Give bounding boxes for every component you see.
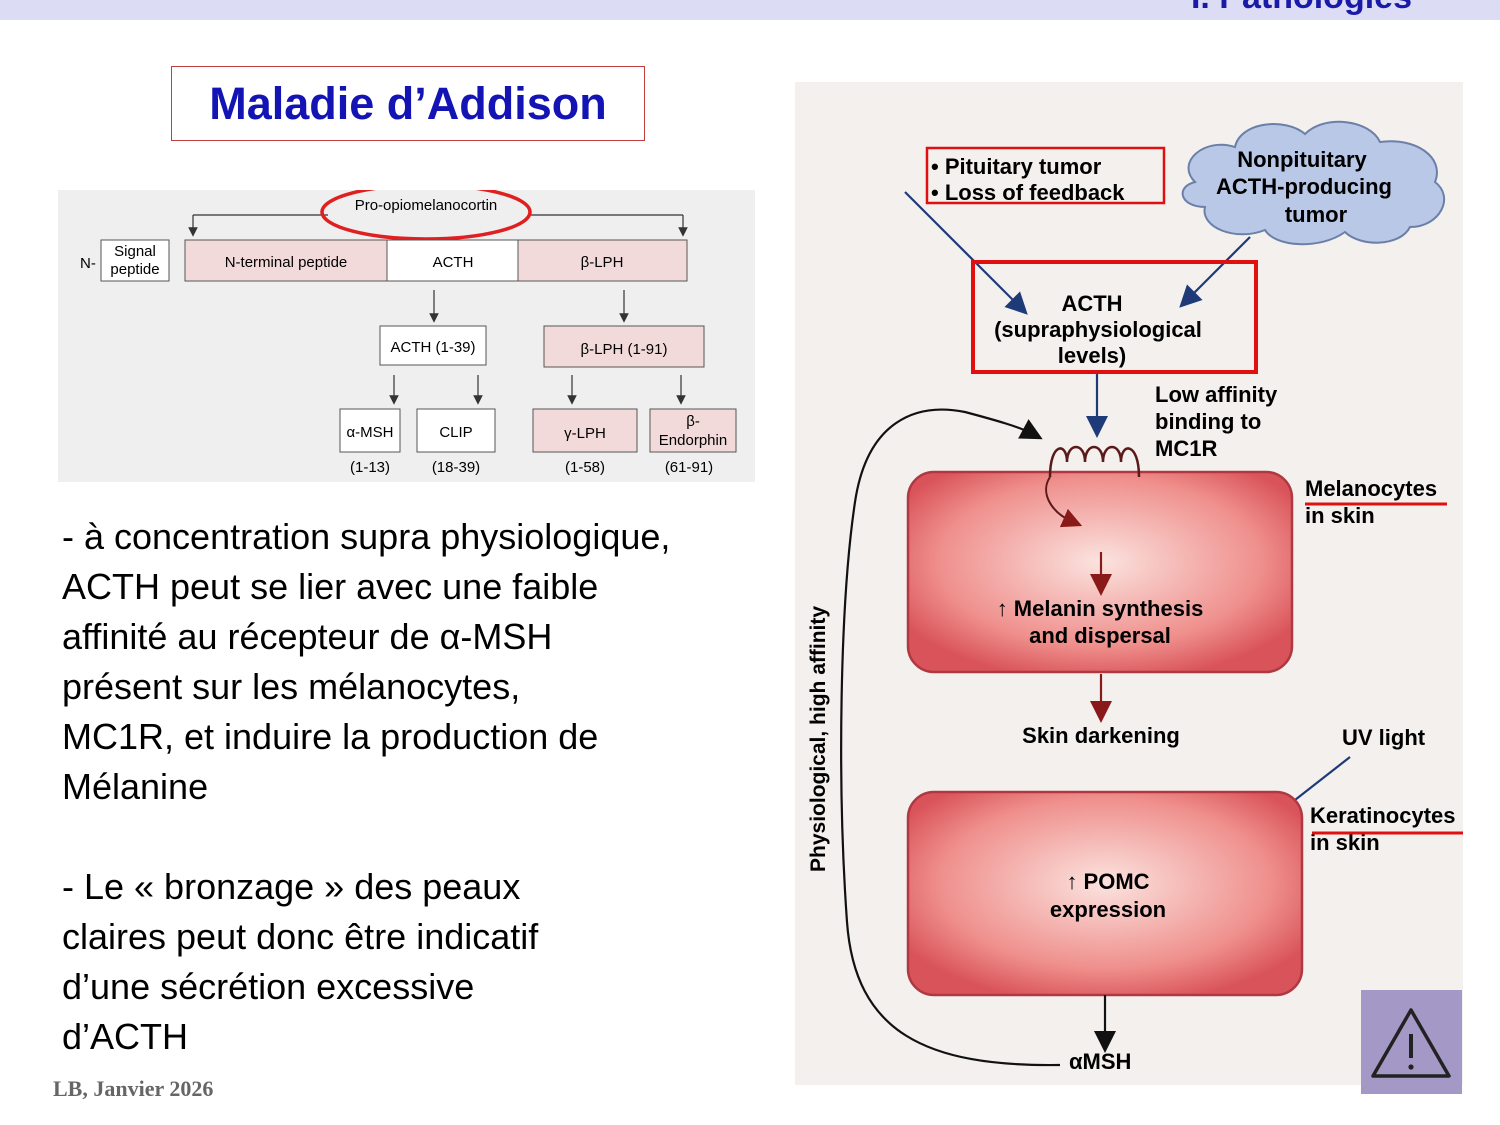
beta-lph-1-91-label: β-LPH (1-91)	[581, 341, 668, 358]
gamma-lph-range: (1-58)	[565, 459, 605, 476]
beta-lph-1-91-box	[543, 325, 705, 368]
acth-highlight-box	[971, 260, 1258, 374]
acth-segment-label: ACTH	[433, 254, 474, 271]
beta-endorphin-range: (61-91)	[665, 459, 713, 476]
acth-label-1: ACTH	[1061, 291, 1122, 316]
melanin-synthesis-label-2: and dispersal	[1029, 623, 1171, 648]
acth-label-2: (supraphysiological	[994, 317, 1202, 342]
signal-peptide-segment	[100, 239, 170, 282]
cause-loss-of-feedback: • Loss of feedback	[931, 180, 1125, 205]
causes-highlight-box	[925, 146, 1166, 205]
cloud-label-2: ACTH-producing	[1216, 174, 1392, 199]
section-header: I. Pathologies	[1191, 0, 1412, 17]
product-alpha-msh	[339, 408, 401, 453]
precursor-highlight-oval	[320, 190, 532, 241]
binding-label-3: MC1R	[1155, 436, 1217, 461]
paragraph-bronzage: - Le « bronzage » des peaux claires peut…	[62, 866, 539, 1057]
melanocyte-flowchart: • Pituitary tumor • Loss of feedback Non…	[795, 82, 1463, 1085]
flowchart-svg: • Pituitary tumor • Loss of feedback Non…	[807, 120, 1463, 1074]
beta-lph-segment	[517, 239, 688, 282]
paragraph-acth-binding: - à concentration supra physiologique, A…	[62, 516, 671, 807]
feedback-loop-label: Physiological, high affinity	[807, 606, 830, 872]
nonpituitary-tumor-cloud	[1181, 120, 1446, 246]
product-gamma-lph	[532, 408, 638, 453]
keratinocytes-label-1: Keratinocytes	[1310, 803, 1456, 828]
alpha-msh-label: α-MSH	[347, 424, 394, 441]
body-text: - à concentration supra physiologique, A…	[62, 512, 782, 1062]
pomc-expression-label-2: expression	[1050, 897, 1166, 922]
slide-title-box: Maladie d’Addison	[171, 66, 645, 141]
footer-author-date: LB, Janvier 2026	[53, 1076, 214, 1101]
acth-1-39-box	[379, 325, 487, 366]
acth-segment	[386, 239, 519, 282]
clip-label: CLIP	[439, 424, 472, 441]
skin-darkening-label: Skin darkening	[1022, 723, 1180, 748]
alpha-msh-output-label: αMSH	[1069, 1049, 1131, 1074]
beta-endorphin-label-1: β-	[686, 413, 700, 430]
mc1r-receptor-icon	[1048, 445, 1141, 478]
product-clip	[416, 408, 496, 453]
beta-endorphin-label-2: Endorphin	[659, 432, 727, 449]
warning-triangle-icon	[1371, 1008, 1451, 1078]
signal-peptide-label-2: peptide	[110, 261, 159, 278]
slide-title: Maladie d’Addison	[209, 77, 607, 129]
beta-lph-segment-label: β-LPH	[581, 254, 624, 271]
n-terminal-peptide-segment	[184, 239, 388, 282]
melanocytes-label-1: Melanocytes	[1305, 476, 1437, 501]
signal-peptide-label-1: Signal	[114, 243, 156, 260]
alpha-msh-range: (1-13)	[350, 459, 390, 476]
binding-label-1: Low affinity	[1155, 382, 1278, 407]
product-beta-endorphin	[649, 408, 737, 453]
gamma-lph-label: γ-LPH	[564, 425, 606, 442]
n-terminal-peptide-label: N-terminal peptide	[225, 254, 348, 271]
n-terminus-label: N-	[80, 255, 96, 272]
pomc-processing-diagram: Pro-opiomelanocortin N- Signal peptide N…	[58, 190, 755, 482]
precursor-label: Pro-opiomelanocortin	[355, 197, 498, 214]
uv-light-label: UV light	[1342, 725, 1426, 750]
melanin-synthesis-label-1: ↑ Melanin synthesis	[997, 596, 1204, 621]
acth-label-3: levels)	[1058, 343, 1127, 368]
clip-range: (18-39)	[432, 459, 480, 476]
cloud-label-1: Nonpituitary	[1237, 147, 1367, 172]
binding-label-2: binding to	[1155, 409, 1261, 434]
cloud-label-3: tumor	[1285, 202, 1348, 227]
pomc-expression-label-1: ↑ POMC	[1066, 869, 1149, 894]
melanocytes-label-2: in skin	[1305, 503, 1375, 528]
acth-1-39-label: ACTH (1-39)	[390, 339, 475, 356]
feedback-loop-arrow	[840, 408, 1061, 1067]
warning-icon-box	[1361, 990, 1462, 1094]
cause-pituitary-tumor: • Pituitary tumor	[931, 154, 1102, 179]
top-header-bar: I. Pathologies	[0, 0, 1500, 20]
pomc-diagram-svg: Pro-opiomelanocortin N- Signal peptide N…	[80, 190, 737, 476]
